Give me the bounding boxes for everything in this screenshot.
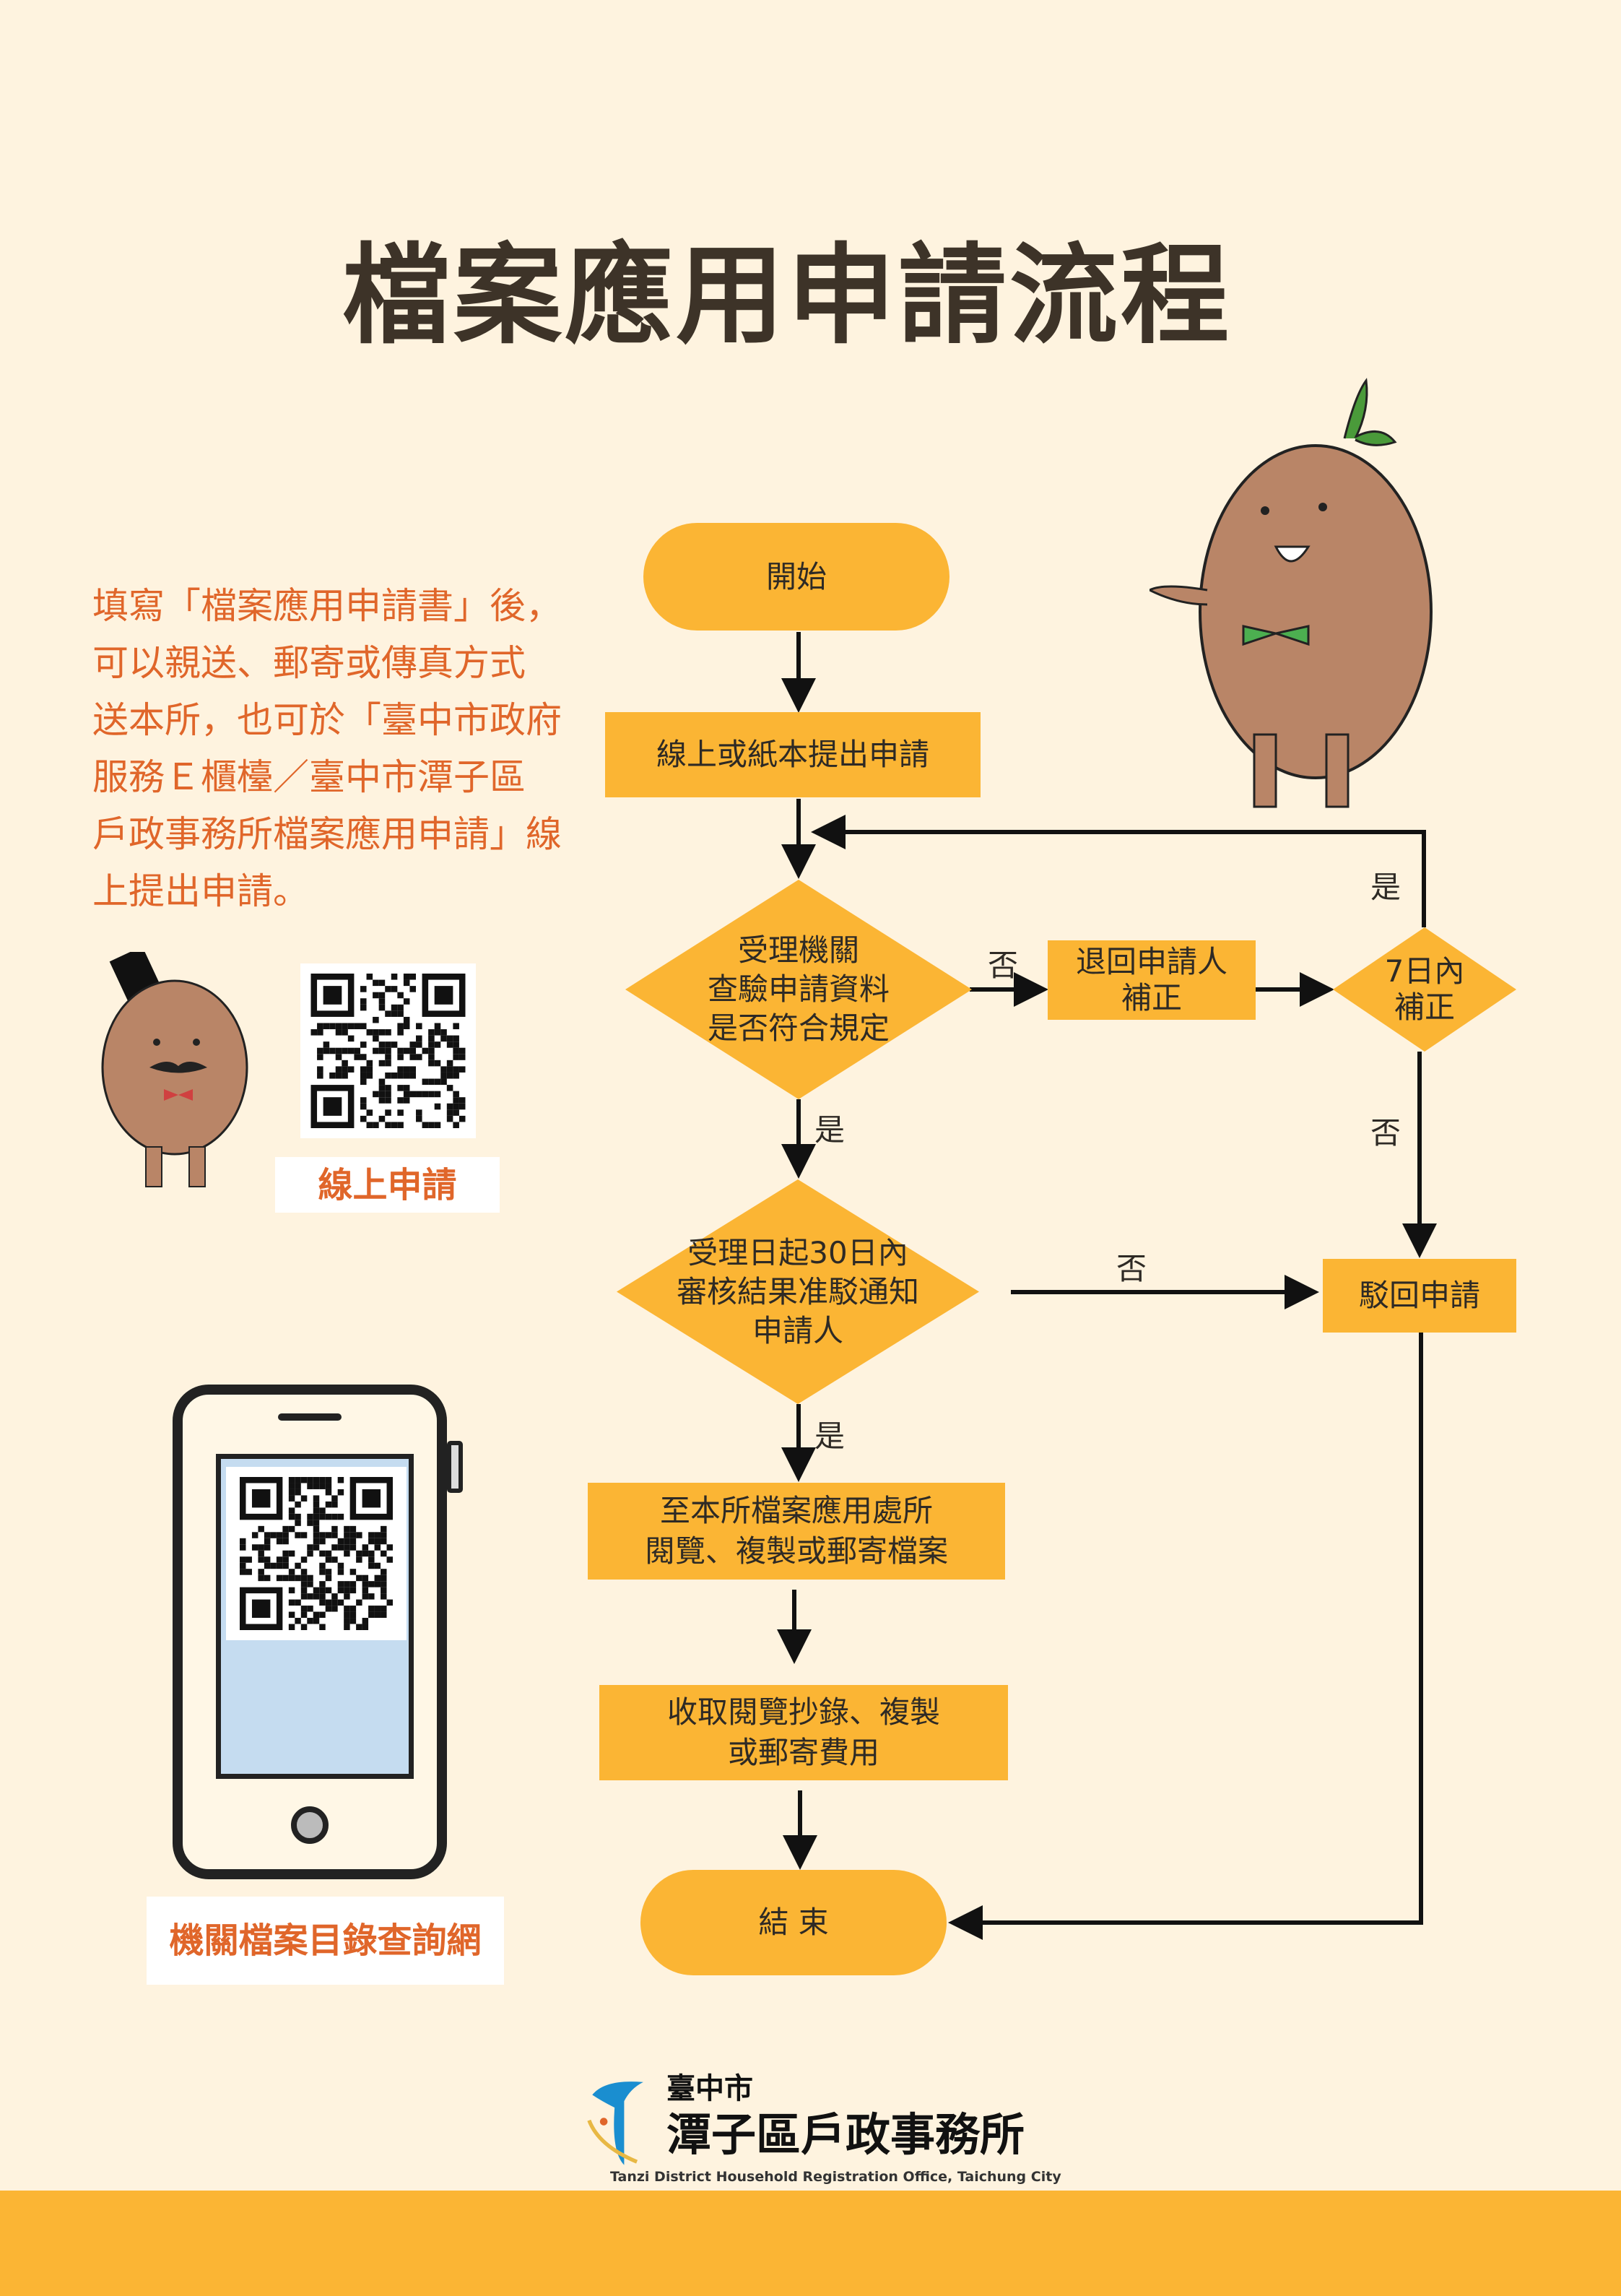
catalog-search-label[interactable]: 機關檔案目錄查詢網 bbox=[147, 1897, 504, 1985]
label-yes-review: 是 bbox=[814, 1418, 846, 1454]
review-text: 受理日起30日內 審核結果准駁通知 申請人 bbox=[676, 1234, 919, 1348]
fix-text: 7日內 補正 bbox=[1384, 953, 1465, 1025]
end-node: 結 束 bbox=[640, 1870, 947, 1975]
label-no-review: 否 bbox=[1116, 1251, 1147, 1286]
phone-illustration bbox=[173, 1385, 447, 1879]
intro-text: 填寫「檔案應用申請書」後， 可以親送、郵寄或傳真方式 送本所，也可於「臺中市政府… bbox=[92, 585, 562, 912]
home-button-icon bbox=[291, 1806, 329, 1844]
return-node: 退回申請人 補正 bbox=[1048, 940, 1256, 1020]
label-no-1: 否 bbox=[988, 948, 1019, 983]
fix-decision: 7日內 補正 bbox=[1333, 927, 1516, 1052]
check-decision: 受理機關 查驗申請資料 是否符合規定 bbox=[625, 880, 972, 1099]
logo-city: 臺中市 bbox=[666, 2072, 753, 2105]
potato-mascot-large bbox=[1150, 378, 1433, 808]
label-no-fix: 否 bbox=[1370, 1115, 1401, 1151]
logo-emblem-icon bbox=[587, 2081, 643, 2165]
office-logo: 臺中市 潭子區戶政事務所 Tanzi District Household Re… bbox=[581, 2072, 1061, 2188]
view-node: 至本所檔案應用處所 閱覽、複製或郵寄檔案 bbox=[588, 1483, 1005, 1580]
fee-node: 收取閱覽抄錄、複製 或郵寄費用 bbox=[599, 1685, 1008, 1780]
check-text: 受理機關 查驗申請資料 是否符合規定 bbox=[707, 932, 890, 1046]
label-yes-check: 是 bbox=[814, 1112, 846, 1148]
potato-mascot-small bbox=[101, 952, 248, 1187]
logo-office: 潭子區戶政事務所 bbox=[666, 2108, 1025, 2161]
online-apply-label[interactable]: 線上申請 bbox=[275, 1157, 500, 1213]
logo-english: Tanzi District Household Registration Of… bbox=[610, 2169, 1061, 2185]
arrow-reject-end bbox=[948, 1333, 1423, 1940]
catalog-qr-code[interactable] bbox=[226, 1467, 407, 1640]
review-decision: 受理日起30日內 審核結果准駁通知 申請人 bbox=[617, 1179, 979, 1404]
label-yes-fix: 是 bbox=[1370, 870, 1401, 905]
page-title: 檔案應用申請流程 bbox=[342, 233, 1232, 359]
submit-node: 線上或紙本提出申請 bbox=[605, 712, 981, 797]
start-node: 開始 bbox=[643, 523, 949, 631]
arrow-fix-yes-loop bbox=[811, 815, 1426, 927]
reject-node: 駁回申請 bbox=[1323, 1259, 1516, 1333]
footer-band bbox=[0, 2191, 1621, 2296]
online-qr-code[interactable] bbox=[300, 963, 476, 1138]
